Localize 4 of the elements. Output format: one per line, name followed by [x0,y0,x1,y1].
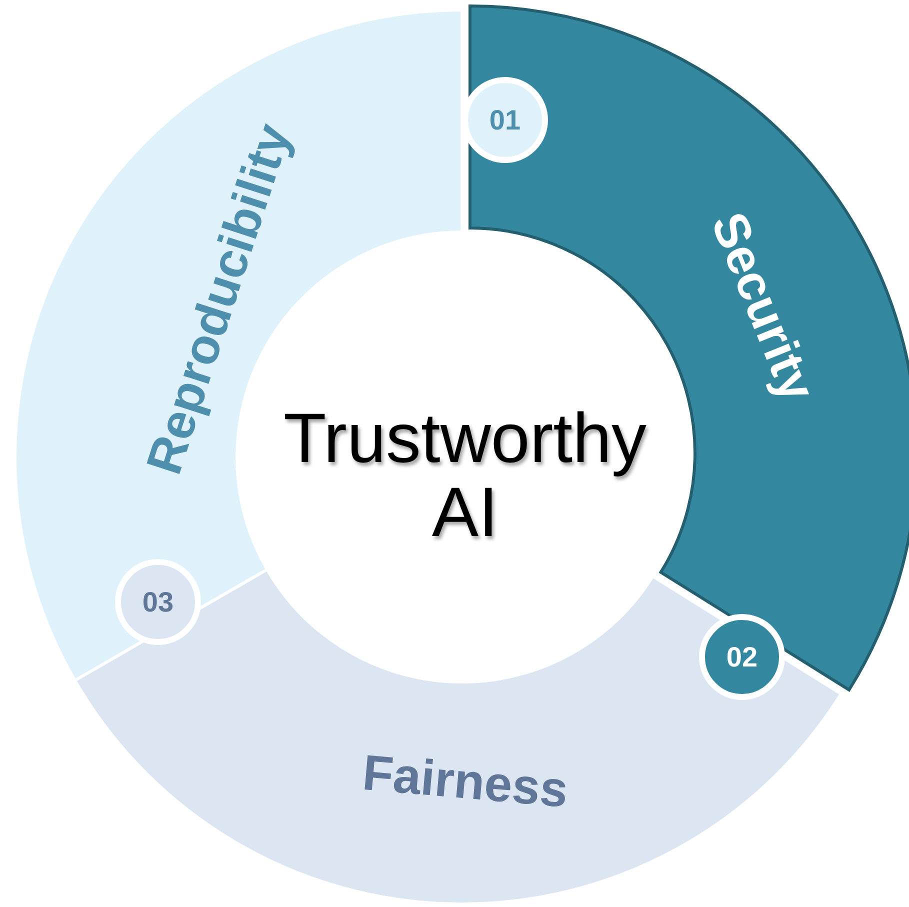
step-number: 03 [142,586,174,618]
segment-label: Fairness [360,744,570,818]
step-number: 02 [726,641,758,672]
step-number: 01 [489,104,521,136]
